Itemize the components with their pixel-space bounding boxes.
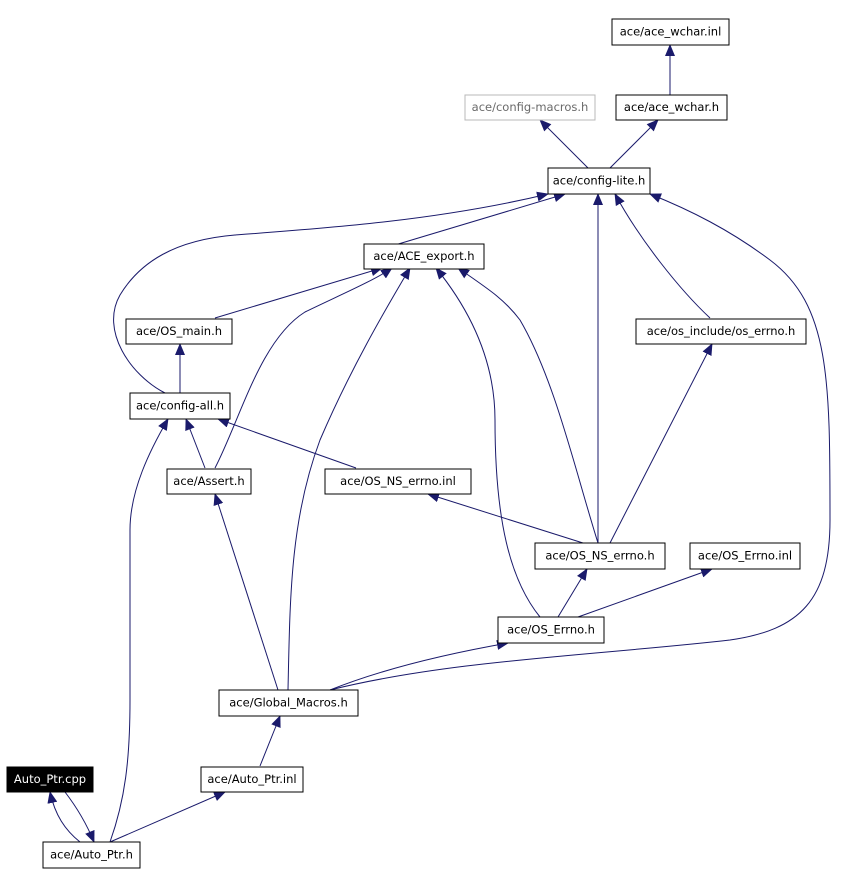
edge-config-lite-to-ace-wchar-h <box>609 119 659 169</box>
node-ace-wchar-inl-label: ace/ace_wchar.inl <box>620 25 722 39</box>
edge-assert-to-config-all <box>185 418 206 469</box>
node-os-errno-h[interactable]: ace/OS_Errno.h <box>497 616 605 644</box>
node-os-ns-errno-inl[interactable]: ace/OS_NS_errno.inl <box>324 468 472 495</box>
node-global-macros-label: ace/Global_Macros.h <box>229 696 348 710</box>
node-ace-wchar-inl[interactable]: ace/ace_wchar.inl <box>611 18 730 46</box>
node-assert-label: ace/Assert.h <box>173 474 244 488</box>
edge-auto-ptr-h-to-auto-ptr-inl <box>109 791 226 843</box>
edge-auto-ptr-h-to-auto-ptr-cpp <box>47 791 81 843</box>
node-auto-ptr-cpp[interactable]: Auto_Ptr.cpp <box>6 766 94 793</box>
edge-os-include-errno-to-config-lite <box>614 193 711 319</box>
node-auto-ptr-inl-label: ace/Auto_Ptr.inl <box>207 772 296 786</box>
edge-os-ns-errno-h-to-ace-export <box>457 267 599 544</box>
edge-os-ns-errno-inl-to-config-all <box>217 417 357 469</box>
edge-global-macros-to-os-errno-h <box>329 639 509 691</box>
node-os-ns-errno-inl-label: ace/OS_NS_errno.inl <box>340 474 456 488</box>
node-config-all[interactable]: ace/config-all.h <box>129 392 231 420</box>
edge-auto-ptr-inl-to-global-macros <box>259 715 281 767</box>
node-auto-ptr-cpp-label: Auto_Ptr.cpp <box>14 772 86 786</box>
edge-os-errno-h-to-os-ns-errno-h <box>557 568 588 618</box>
node-config-lite-label: ace/config-lite.h <box>553 174 646 188</box>
node-auto-ptr-h-label: ace/Auto_Ptr.h <box>50 848 133 862</box>
edge-auto-ptr-cpp-to-auto-ptr-h <box>64 791 95 843</box>
node-config-macros-label: ace/config-macros.h <box>472 100 589 114</box>
node-global-macros[interactable]: ace/Global_Macros.h <box>218 689 359 717</box>
node-os-include-errno[interactable]: ace/os_include/os_errno.h <box>635 318 807 345</box>
node-os-main[interactable]: ace/OS_main.h <box>125 318 233 345</box>
edge-os-ns-errno-h-to-os-ns-errno-inl <box>427 492 584 544</box>
edge-global-macros-to-config-lite <box>329 193 831 691</box>
node-auto-ptr-inl[interactable]: ace/Auto_Ptr.inl <box>200 766 304 793</box>
node-os-errno-inl[interactable]: ace/OS_Errno.inl <box>689 542 801 570</box>
node-ace-export[interactable]: ace/ACE_export.h <box>363 243 485 270</box>
node-config-macros[interactable]: ace/config-macros.h <box>464 94 596 121</box>
edge-os-errno-h-to-ace-export <box>435 267 541 618</box>
edge-assert-to-ace-export <box>214 267 393 469</box>
edge-ace-export-to-config-lite-a <box>394 192 566 246</box>
edge-config-lite-to-config-macros <box>539 119 589 169</box>
node-os-errno-h-label: ace/OS_Errno.h <box>507 623 595 637</box>
node-assert[interactable]: ace/Assert.h <box>166 468 252 495</box>
node-os-errno-inl-label: ace/OS_Errno.inl <box>698 549 792 563</box>
edge-os-main-to-ace-export <box>214 266 383 319</box>
edge-os-errno-h-to-os-errno-inl <box>577 568 713 618</box>
node-ace-wchar-h[interactable]: ace/ace_wchar.h <box>615 94 728 121</box>
edge-config-all-to-config-lite <box>113 191 549 394</box>
node-os-ns-errno-h[interactable]: ace/OS_NS_errno.h <box>534 542 666 570</box>
node-os-ns-errno-h-label: ace/OS_NS_errno.h <box>545 549 654 563</box>
edge-global-macros-to-ace-export <box>287 267 411 691</box>
node-os-include-errno-label: ace/os_include/os_errno.h <box>647 324 796 338</box>
node-auto-ptr-h[interactable]: ace/Auto_Ptr.h <box>42 841 141 869</box>
node-config-all-label: ace/config-all.h <box>136 399 224 413</box>
edge-global-macros-to-assert <box>213 493 279 691</box>
node-ace-wchar-h-label: ace/ace_wchar.h <box>624 100 719 114</box>
edge-os-ns-errno-h-to-os-include-errno <box>609 343 713 544</box>
node-os-main-label: ace/OS_main.h <box>136 324 222 338</box>
node-ace-export-label: ace/ACE_export.h <box>373 249 474 263</box>
edge-auto-ptr-h-to-config-all <box>109 418 169 843</box>
node-config-lite[interactable]: ace/config-lite.h <box>547 167 651 195</box>
